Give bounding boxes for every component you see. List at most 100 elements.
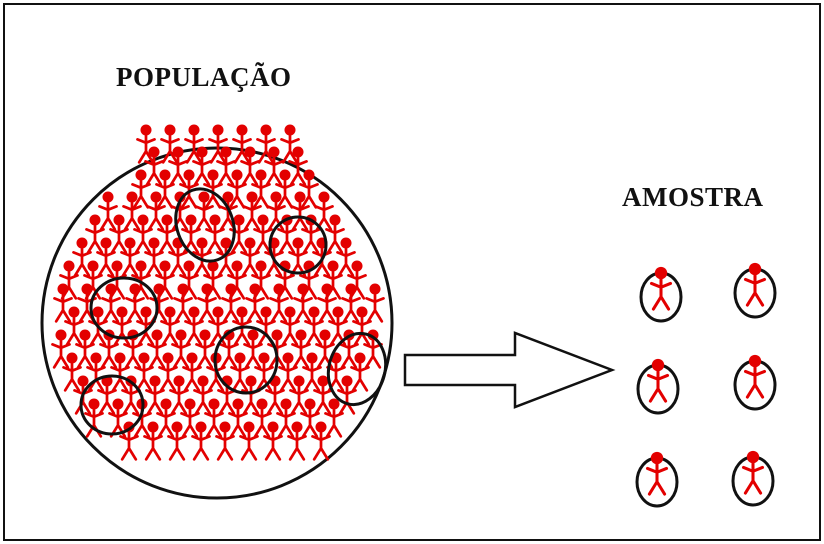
stick-figure-icon bbox=[324, 398, 344, 438]
arrow-right-icon bbox=[403, 331, 616, 409]
stick-figure-icon bbox=[72, 237, 92, 277]
stick-figure-icon bbox=[291, 329, 311, 369]
stick-figure-icon bbox=[232, 306, 252, 346]
stick-figure-icon bbox=[101, 283, 121, 323]
stick-figure-icon bbox=[266, 191, 286, 231]
stick-figure-icon bbox=[256, 306, 276, 346]
stick-figure-icon bbox=[96, 237, 116, 277]
stick-figure-icon bbox=[193, 375, 213, 415]
stick-figure-icon bbox=[191, 421, 211, 461]
stick-figure-icon bbox=[125, 283, 145, 323]
stick-figure-icon bbox=[194, 191, 214, 231]
stick-figure-icon bbox=[227, 260, 247, 300]
stick-figure-icon bbox=[365, 283, 385, 323]
stick-figure-icon bbox=[110, 352, 130, 392]
stick-figure-icon bbox=[136, 306, 156, 346]
selection-rings bbox=[79, 187, 388, 436]
stick-figure-icon bbox=[109, 214, 129, 254]
sample-group bbox=[635, 262, 777, 508]
stick-figure-icon bbox=[98, 191, 118, 231]
stick-figure-icon bbox=[62, 352, 82, 392]
sample-title: AMOSTRA bbox=[622, 182, 764, 212]
stick-figure-icon bbox=[195, 329, 215, 369]
stick-figure-icon bbox=[131, 169, 151, 209]
stick-figure-icon bbox=[144, 237, 164, 277]
stick-figure-icon bbox=[160, 306, 180, 346]
stick-figure-icon bbox=[112, 306, 132, 346]
stick-figure-icon bbox=[252, 398, 272, 438]
stick-figure-icon bbox=[133, 214, 153, 254]
stick-figure-icon bbox=[290, 191, 310, 231]
stick-figure-icon bbox=[157, 214, 177, 254]
stick-figure-icon bbox=[75, 329, 95, 369]
stick-figure-icon bbox=[275, 169, 295, 209]
stick-figure-icon bbox=[325, 214, 345, 254]
stick-figure-icon bbox=[168, 146, 188, 186]
stick-figure-icon bbox=[278, 352, 298, 392]
stick-figure-icon bbox=[267, 329, 287, 369]
stick-figure-icon bbox=[203, 169, 223, 209]
stick-figure-icon bbox=[203, 260, 223, 300]
selection-ring bbox=[326, 331, 388, 407]
stick-figure-icon bbox=[173, 283, 193, 323]
stick-figure-icon bbox=[134, 352, 154, 392]
stick-figure-icon bbox=[216, 146, 236, 186]
stick-figure-icon bbox=[300, 398, 320, 438]
stick-figure-icon bbox=[280, 124, 300, 164]
stick-figure-icon bbox=[240, 237, 260, 277]
stick-figure-icon bbox=[288, 146, 308, 186]
stick-figure-icon bbox=[53, 283, 73, 323]
stick-figure-icon bbox=[269, 283, 289, 323]
stick-figure-icon bbox=[83, 260, 103, 300]
stick-figure-icon bbox=[184, 306, 204, 346]
stick-figure-icon bbox=[352, 306, 372, 346]
stick-figure-icon bbox=[315, 329, 335, 369]
stick-figure-icon bbox=[77, 283, 97, 323]
stick-figure-icon bbox=[51, 329, 71, 369]
stick-figure-icon bbox=[219, 329, 239, 369]
stick-figure-icon bbox=[313, 375, 333, 415]
stick-figure-icon bbox=[197, 283, 217, 323]
stick-figure-icon bbox=[170, 191, 190, 231]
stick-figure-icon bbox=[181, 214, 201, 254]
stick-figure-icon bbox=[336, 237, 356, 277]
stick-figure-icon bbox=[228, 398, 248, 438]
stick-figure-icon bbox=[741, 450, 765, 495]
population-crowd bbox=[51, 124, 385, 461]
stick-figure-icon bbox=[171, 329, 191, 369]
stick-figure-icon bbox=[288, 237, 308, 277]
stick-figure-icon bbox=[337, 375, 357, 415]
diagram-frame bbox=[3, 3, 821, 541]
stick-figure-icon bbox=[328, 306, 348, 346]
stick-figure-icon bbox=[169, 375, 189, 415]
selection-ring bbox=[174, 187, 236, 263]
stick-figure-icon bbox=[323, 260, 343, 300]
stick-figure-icon bbox=[229, 214, 249, 254]
stick-figure-icon bbox=[276, 398, 296, 438]
stick-figure-icon bbox=[317, 283, 337, 323]
stick-figure-icon bbox=[143, 421, 163, 461]
stick-figure-icon bbox=[122, 191, 142, 231]
stick-figure-icon bbox=[245, 283, 265, 323]
stick-figure-icon bbox=[192, 237, 212, 277]
stick-figure-icon bbox=[341, 283, 361, 323]
stick-figure-icon bbox=[299, 169, 319, 209]
stick-figure-icon bbox=[251, 260, 271, 300]
stick-figure-icon bbox=[149, 283, 169, 323]
stick-figure-icon bbox=[145, 375, 165, 415]
stick-figure-icon bbox=[242, 191, 262, 231]
stick-figure-icon bbox=[314, 191, 334, 231]
stick-figure-icon bbox=[347, 260, 367, 300]
stick-figure-icon bbox=[136, 124, 156, 164]
stick-figure-icon bbox=[350, 352, 370, 392]
stick-figure-icon bbox=[182, 352, 202, 392]
stick-figure-icon bbox=[251, 169, 271, 209]
stick-figure-icon bbox=[253, 214, 273, 254]
stick-figure-icon bbox=[243, 329, 263, 369]
stick-figure-icon bbox=[232, 124, 252, 164]
stick-figure-icon bbox=[64, 306, 84, 346]
stick-figure-icon bbox=[180, 398, 200, 438]
stick-figure-icon bbox=[227, 169, 247, 209]
population-title: POPULAÇÃO bbox=[116, 62, 292, 92]
